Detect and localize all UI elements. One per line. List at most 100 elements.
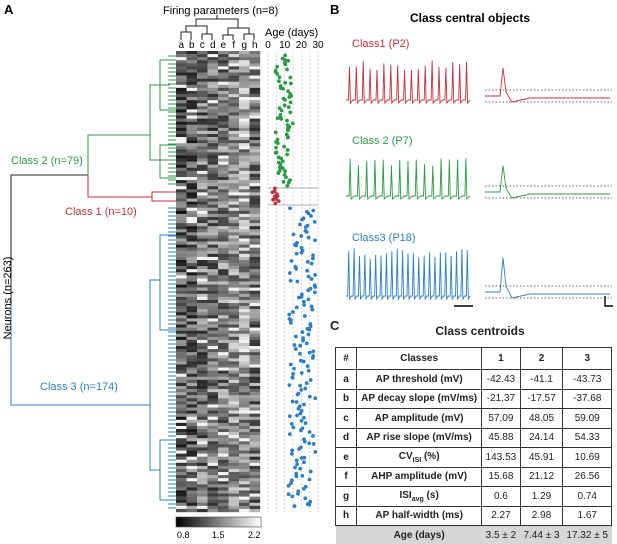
heatmap-cell bbox=[208, 377, 219, 380]
heatmap-cell bbox=[208, 174, 219, 177]
heatmap-cell bbox=[208, 232, 219, 235]
heatmap-cell bbox=[176, 497, 187, 500]
heatmap-cell bbox=[176, 457, 187, 460]
heatmap-cell bbox=[239, 435, 250, 438]
heatmap-cell bbox=[176, 235, 187, 238]
heatmap-cell bbox=[239, 401, 250, 404]
heatmap-cell bbox=[197, 358, 208, 361]
heatmap-cell bbox=[208, 318, 219, 321]
heatmap-cell bbox=[229, 325, 240, 328]
heatmap-cell bbox=[229, 238, 240, 241]
parameter-label: h bbox=[252, 40, 258, 51]
heatmap-cell bbox=[208, 447, 219, 450]
heatmap-cell bbox=[197, 306, 208, 309]
heatmap-cell bbox=[239, 282, 250, 285]
age-point bbox=[294, 474, 298, 478]
heatmap-cell bbox=[197, 444, 208, 447]
heatmap-cell bbox=[218, 297, 229, 300]
heatmap-cell bbox=[197, 245, 208, 248]
heatmap-cell bbox=[187, 380, 198, 383]
age-point bbox=[296, 393, 300, 397]
heatmap-cell bbox=[176, 315, 187, 318]
heatmap-cell bbox=[239, 438, 250, 441]
heatmap-cell bbox=[208, 475, 219, 478]
heatmap-cell bbox=[197, 152, 208, 155]
heatmap-cell bbox=[187, 263, 198, 266]
age-point bbox=[274, 130, 278, 134]
heatmap-cell bbox=[250, 497, 261, 500]
heatmap-cell bbox=[250, 254, 261, 257]
heatmap-cell bbox=[197, 328, 208, 331]
heatmap-cell bbox=[239, 199, 250, 202]
heatmap-cell bbox=[239, 352, 250, 355]
heatmap-cell bbox=[239, 478, 250, 481]
heatmap-cell bbox=[208, 481, 219, 484]
heatmap-cell bbox=[218, 183, 229, 186]
heatmap-cell bbox=[187, 494, 198, 497]
heatmap-cell bbox=[208, 463, 219, 466]
heatmap-cell bbox=[239, 57, 250, 60]
heatmap-cell bbox=[218, 349, 229, 352]
heatmap-cell bbox=[176, 334, 187, 337]
heatmap-cell bbox=[239, 266, 250, 269]
heatmap-cell bbox=[239, 288, 250, 291]
heatmap-cell bbox=[187, 368, 198, 371]
heatmap-cell bbox=[239, 285, 250, 288]
heatmap-cell bbox=[208, 343, 219, 346]
heatmap-cell bbox=[239, 441, 250, 444]
heatmap-cell bbox=[176, 100, 187, 103]
heatmap-cell bbox=[197, 162, 208, 165]
heatmap-cell bbox=[250, 122, 261, 125]
heatmap-cell bbox=[197, 466, 208, 469]
heatmap-cell bbox=[229, 426, 240, 429]
heatmap-cell bbox=[176, 76, 187, 79]
heatmap-cell bbox=[176, 401, 187, 404]
heatmap-cell bbox=[176, 66, 187, 69]
heatmap-cell bbox=[239, 469, 250, 472]
heatmap-cell bbox=[187, 426, 198, 429]
heatmap-cell bbox=[176, 125, 187, 128]
heatmap-cell bbox=[218, 334, 229, 337]
heatmap-cell bbox=[197, 500, 208, 503]
heatmap-cell bbox=[187, 254, 198, 257]
heatmap-cell bbox=[176, 478, 187, 481]
heatmap-cell bbox=[218, 506, 229, 509]
heatmap-cell bbox=[197, 389, 208, 392]
heatmap-cell bbox=[218, 186, 229, 189]
heatmap-cell bbox=[176, 149, 187, 152]
heatmap-cell bbox=[187, 392, 198, 395]
heatmap-cell bbox=[176, 177, 187, 180]
heatmap-cell bbox=[187, 291, 198, 294]
dendrogram-branch bbox=[152, 192, 176, 201]
heatmap-cell bbox=[176, 202, 187, 205]
heatmap-cell bbox=[176, 183, 187, 186]
heatmap-cell bbox=[187, 343, 198, 346]
age-point bbox=[271, 190, 275, 194]
heatmap-cell bbox=[250, 355, 261, 358]
row-value-class-3: -43.73 bbox=[563, 370, 612, 390]
heatmap-cell bbox=[218, 331, 229, 334]
heatmap-cell bbox=[239, 245, 250, 248]
heatmap-cell bbox=[176, 494, 187, 497]
heatmap-cell bbox=[239, 162, 250, 165]
heatmap-cell bbox=[176, 411, 187, 414]
heatmap-cell bbox=[208, 441, 219, 444]
heatmap-cell bbox=[239, 85, 250, 88]
heatmap-cell bbox=[208, 275, 219, 278]
age-point bbox=[311, 257, 315, 261]
heatmap-cell bbox=[208, 411, 219, 414]
heatmap-cell bbox=[239, 205, 250, 208]
heatmap-cell bbox=[176, 143, 187, 146]
age-point bbox=[281, 159, 285, 163]
heatmap-cell bbox=[187, 466, 198, 469]
heatmap-cell bbox=[229, 269, 240, 272]
heatmap-cell bbox=[239, 103, 250, 106]
heatmap-cell bbox=[250, 380, 261, 383]
heatmap-cell bbox=[229, 377, 240, 380]
age-point bbox=[283, 63, 287, 67]
heatmap-cell bbox=[176, 269, 187, 272]
heatmap-cell bbox=[208, 478, 219, 481]
heatmap-cell bbox=[229, 131, 240, 134]
age-point bbox=[291, 425, 295, 429]
